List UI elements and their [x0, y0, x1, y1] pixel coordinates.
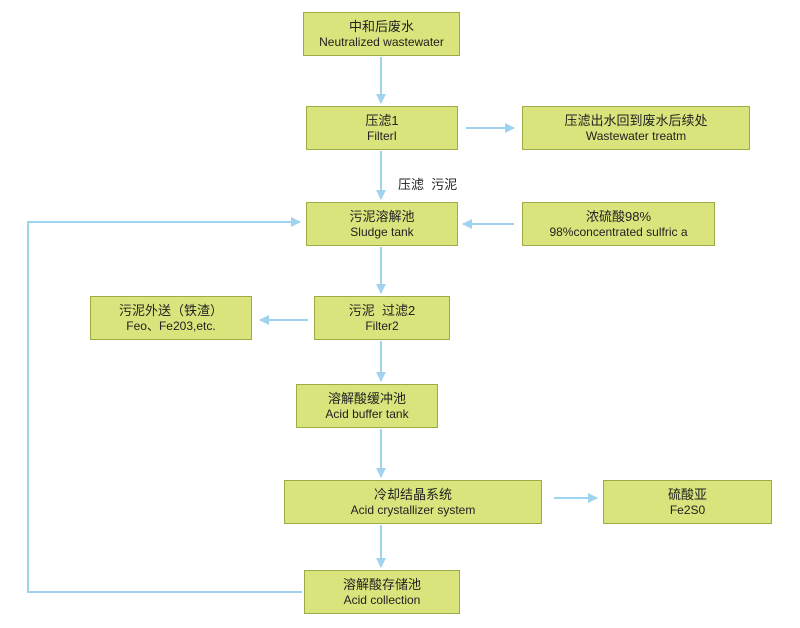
edge-label-filter1-to-sludge: 压滤 污泥 — [398, 177, 458, 192]
node-label-zh: 溶解酸存储池 — [342, 576, 421, 592]
node-concentrated-sulfuric-acid: 浓硫酸98% 98%concentrated sulfric a — [522, 202, 715, 246]
node-ferrous-sulfate: 硫酸亚 Fe2S0 — [603, 480, 772, 524]
node-acid-collection: 溶解酸存储池 Acid collection — [304, 570, 460, 614]
node-label-zh: 污泥溶解池 — [349, 208, 415, 224]
node-label-zh: 硫酸亚 — [667, 486, 707, 502]
node-label-zh: 浓硫酸98% — [585, 208, 652, 224]
node-label-en: Feo、Fe203,etc. — [126, 318, 216, 333]
node-label-en: FilterI — [367, 128, 397, 143]
node-sludge-tank: 污泥溶解池 Sludge tank — [306, 202, 458, 246]
node-label-en: Acid crystallizer system — [350, 502, 476, 517]
node-label-en: Sludge tank — [350, 224, 414, 239]
node-label-en: Acid collection — [343, 592, 421, 607]
node-sludge-outbound: 污泥外送（铁渣） Feo、Fe203,etc. — [90, 296, 252, 340]
node-label-en: Fe2S0 — [669, 502, 706, 517]
node-label-zh: 污泥 过滤2 — [348, 302, 416, 318]
node-label-zh: 污泥外送（铁渣） — [118, 302, 223, 318]
node-label-zh: 压滤1 — [365, 112, 399, 128]
node-label-en: Neutralized wastewater — [319, 34, 444, 49]
node-acid-crystallizer: 冷却结晶系统 Acid crystallizer system — [284, 480, 542, 524]
node-label-en: Filter2 — [365, 318, 399, 333]
node-wastewater-treatment: 压滤出水回到废水后续处 Wastewater treatm — [522, 106, 750, 150]
node-label-zh: 溶解酸缓冲池 — [327, 390, 406, 406]
arrow-collection-loop-to-sludge — [27, 217, 302, 593]
node-neutralized-wastewater: 中和后废水 Neutralized wastewater — [303, 12, 460, 56]
node-filter1: 压滤1 FilterI — [306, 106, 458, 150]
node-label-en: Wastewater treatm — [585, 128, 687, 143]
node-label-zh: 中和后废水 — [348, 18, 414, 34]
node-acid-buffer-tank: 溶解酸缓冲池 Acid buffer tank — [296, 384, 438, 428]
node-label-zh: 压滤出水回到废水后续处 — [564, 112, 708, 128]
node-label-zh: 冷却结晶系统 — [373, 486, 452, 502]
node-label-en: Acid buffer tank — [325, 406, 409, 421]
node-filter2: 污泥 过滤2 Filter2 — [314, 296, 450, 340]
node-label-en: 98%concentrated sulfric a — [549, 224, 688, 239]
